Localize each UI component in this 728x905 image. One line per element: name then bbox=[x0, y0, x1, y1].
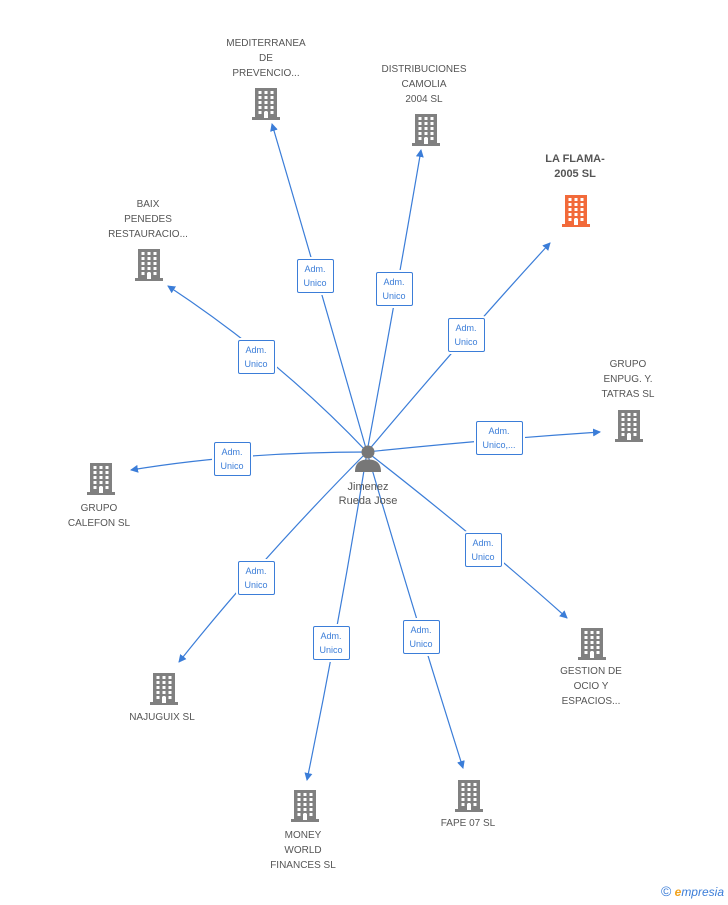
company-label-najuguix[interactable]: NAJUGUIX SL bbox=[129, 712, 195, 723]
building-icon[interactable] bbox=[251, 88, 281, 120]
building-icon[interactable] bbox=[411, 114, 441, 146]
edge-najuguix bbox=[178, 451, 368, 663]
copyright-icon: © bbox=[660, 883, 672, 899]
company-label-gestion[interactable]: GESTION DE OCIO Y ESPACIOS... bbox=[560, 666, 622, 707]
building-icon[interactable] bbox=[86, 463, 116, 495]
edge-fape bbox=[366, 451, 465, 769]
brand-logo-e: e bbox=[674, 885, 682, 899]
role-badge-najuguix[interactable]: Adm. Unico bbox=[237, 561, 275, 595]
edge-money bbox=[304, 451, 368, 781]
building-icon[interactable] bbox=[134, 249, 164, 281]
company-label-fape[interactable]: FAPE 07 SL bbox=[440, 818, 496, 829]
company-label-enpug[interactable]: GRUPO ENPUG. Y. TATRAS SL bbox=[601, 359, 655, 400]
role-badge-gestion[interactable]: Adm. Unico bbox=[464, 533, 502, 567]
company-label-money[interactable]: MONEY WORLD FINANCES SL bbox=[270, 830, 336, 871]
building-icon[interactable] bbox=[454, 780, 484, 812]
person-icon bbox=[355, 445, 381, 472]
brand-logo-text: mpresia bbox=[681, 885, 724, 899]
empresia-brand[interactable]: © empresia bbox=[661, 883, 724, 899]
building-icon[interactable] bbox=[577, 628, 607, 660]
company-label-distribuciones[interactable]: DISTRIBUCIONES CAMOLIA 2004 SL bbox=[381, 64, 467, 105]
role-badge-laflama[interactable]: Adm. Unico bbox=[447, 318, 485, 352]
role-badge-fape[interactable]: Adm. Unico bbox=[402, 620, 440, 654]
company-label-calefon[interactable]: GRUPO CALEFON SL bbox=[67, 503, 131, 529]
role-badge-money[interactable]: Adm. Unico bbox=[312, 626, 350, 660]
role-badge-calefon[interactable]: Adm. Unico bbox=[213, 442, 251, 476]
company-label-mediterranea[interactable]: MEDITERRANEA DE PREVENCIO... bbox=[226, 38, 306, 79]
role-badge-enpug[interactable]: Adm. Unico,... bbox=[475, 421, 523, 455]
company-label-laflama[interactable]: LA FLAMA- 2005 SL bbox=[545, 153, 605, 180]
center-person-name[interactable]: Jimenez Rueda Jose bbox=[338, 481, 398, 507]
role-badge-distribuciones[interactable]: Adm. Unico bbox=[375, 272, 413, 306]
building-icon[interactable] bbox=[149, 673, 179, 705]
building-icon[interactable] bbox=[561, 195, 591, 227]
company-label-baix[interactable]: BAIX PENEDES RESTAURACIO... bbox=[108, 199, 188, 240]
building-icon[interactable] bbox=[290, 790, 320, 822]
role-badge-baix[interactable]: Adm. Unico bbox=[237, 340, 275, 374]
building-icon[interactable] bbox=[614, 410, 644, 442]
role-badge-mediterranea[interactable]: Adm. Unico bbox=[296, 259, 334, 293]
